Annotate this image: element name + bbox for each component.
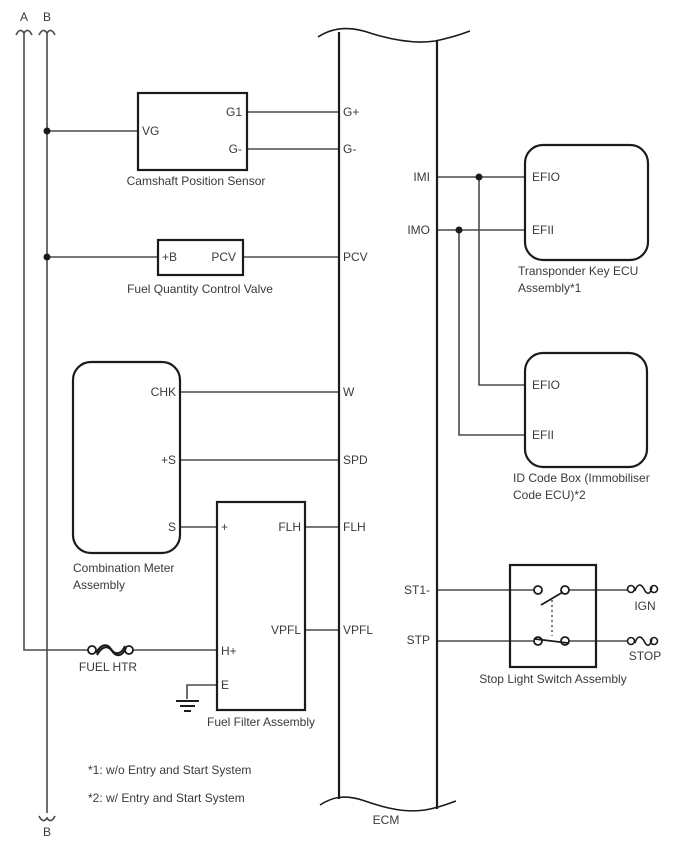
fuel-htr-label: FUEL HTR [78, 660, 138, 674]
filter-caption: Fuel Filter Assembly [206, 715, 316, 729]
fuel-heater-symbol [87, 644, 134, 657]
switch-blade-open [540, 591, 564, 606]
transponder-pin-efii: EFII [532, 223, 555, 237]
fqcv-pin-plus-b: +B [162, 250, 178, 264]
idbox-pin-efio: EFIO [532, 378, 561, 392]
switch-contacts [533, 585, 570, 646]
junction-dot-plus-b [43, 253, 51, 261]
ecm-pin-st1: ST1- [403, 583, 430, 597]
ecm-pin-w: W [343, 385, 355, 399]
meter-pin-chk: CHK [150, 385, 176, 399]
transponder-ecu-box [523, 143, 650, 262]
meter-caption-line1: Combination Meter [73, 561, 175, 575]
ecm-pin-stp: STP [406, 633, 430, 647]
stop-light-switch-box [508, 563, 598, 669]
wire-branch-efio [478, 177, 525, 386]
transponder-caption-line1: Transponder Key ECU [518, 264, 639, 278]
ign-label: IGN [634, 599, 656, 613]
fuel-filter-box [215, 500, 307, 712]
ecm-pin-imi: IMI [413, 170, 430, 184]
ecm-pin-pcv: PCV [343, 250, 368, 264]
ecm-pin-flh: FLH [343, 520, 366, 534]
ecm-pin-vpfl: VPFL [343, 623, 374, 637]
wire-branch-efii [458, 230, 525, 436]
fqcv-pin-pcv: PCV [211, 250, 236, 264]
transponder-pin-efio: EFIO [532, 170, 561, 184]
meter-caption-line2: Assembly [73, 578, 126, 592]
filter-pin-flh: FLH [278, 520, 301, 534]
idbox-caption-line1: ID Code Box (Immobiliser [513, 471, 650, 485]
idbox-caption-line2: Code ECU)*2 [513, 488, 586, 502]
meter-pin-plus-s: +S [160, 453, 176, 467]
ign-connector-symbol [626, 584, 659, 595]
switch-blade-closed [534, 638, 569, 644]
stop-connector-symbol [626, 636, 659, 647]
junction-dot-vg [43, 127, 51, 135]
combination-meter-box [71, 360, 182, 555]
meter-pin-s: S [167, 520, 176, 534]
camshaft-sensor-box [136, 91, 249, 172]
camshaft-pin-vg: VG [142, 124, 160, 138]
id-code-box-box [523, 351, 649, 469]
junction-dot-imi [475, 173, 483, 181]
filter-pin-e: E [221, 678, 230, 692]
fuel-quantity-valve-box [156, 238, 245, 277]
filter-pin-plus: + [221, 520, 229, 534]
ecm-pin-spd: SPD [343, 453, 368, 467]
camshaft-pin-g1: G1 [225, 105, 242, 119]
footnote-1: *1: w/o Entry and Start System [88, 763, 252, 777]
break-symbol-a-top [15, 29, 33, 36]
trunk-b-bottom-label: B [42, 825, 51, 839]
fqcv-caption: Fuel Quantity Control Valve [127, 282, 273, 296]
filter-pin-vpfl: VPFL [270, 623, 301, 637]
transponder-caption-line2: Assembly*1 [518, 281, 582, 295]
wire-trunk-a [23, 33, 88, 651]
ecm-pin-gminus: G- [343, 142, 357, 156]
junction-dot-imo [455, 226, 463, 234]
stop-label: STOP [628, 649, 662, 663]
footnote-2: *2: w/ Entry and Start System [88, 791, 245, 805]
ecm-torn-edge-top [317, 27, 471, 43]
trunk-b-top-label: B [42, 10, 51, 24]
idbox-pin-efii: EFII [532, 428, 555, 442]
camshaft-pin-gminus: G- [228, 142, 242, 156]
switch-caption: Stop Light Switch Assembly [479, 672, 627, 686]
trunk-a-label: A [19, 10, 28, 24]
ecm-torn-edge-bottom [319, 796, 457, 812]
wire-e-ground [186, 684, 217, 699]
break-symbol-b-bottom [38, 815, 56, 822]
break-symbol-b-top [38, 29, 56, 36]
ecm-pin-gplus: G+ [343, 105, 360, 119]
ecm-label: ECM [372, 813, 400, 827]
camshaft-caption: Camshaft Position Sensor [126, 174, 266, 188]
filter-pin-hplus: H+ [221, 644, 237, 658]
ecm-pin-imo: IMO [407, 223, 430, 237]
ground-symbol [176, 700, 199, 712]
